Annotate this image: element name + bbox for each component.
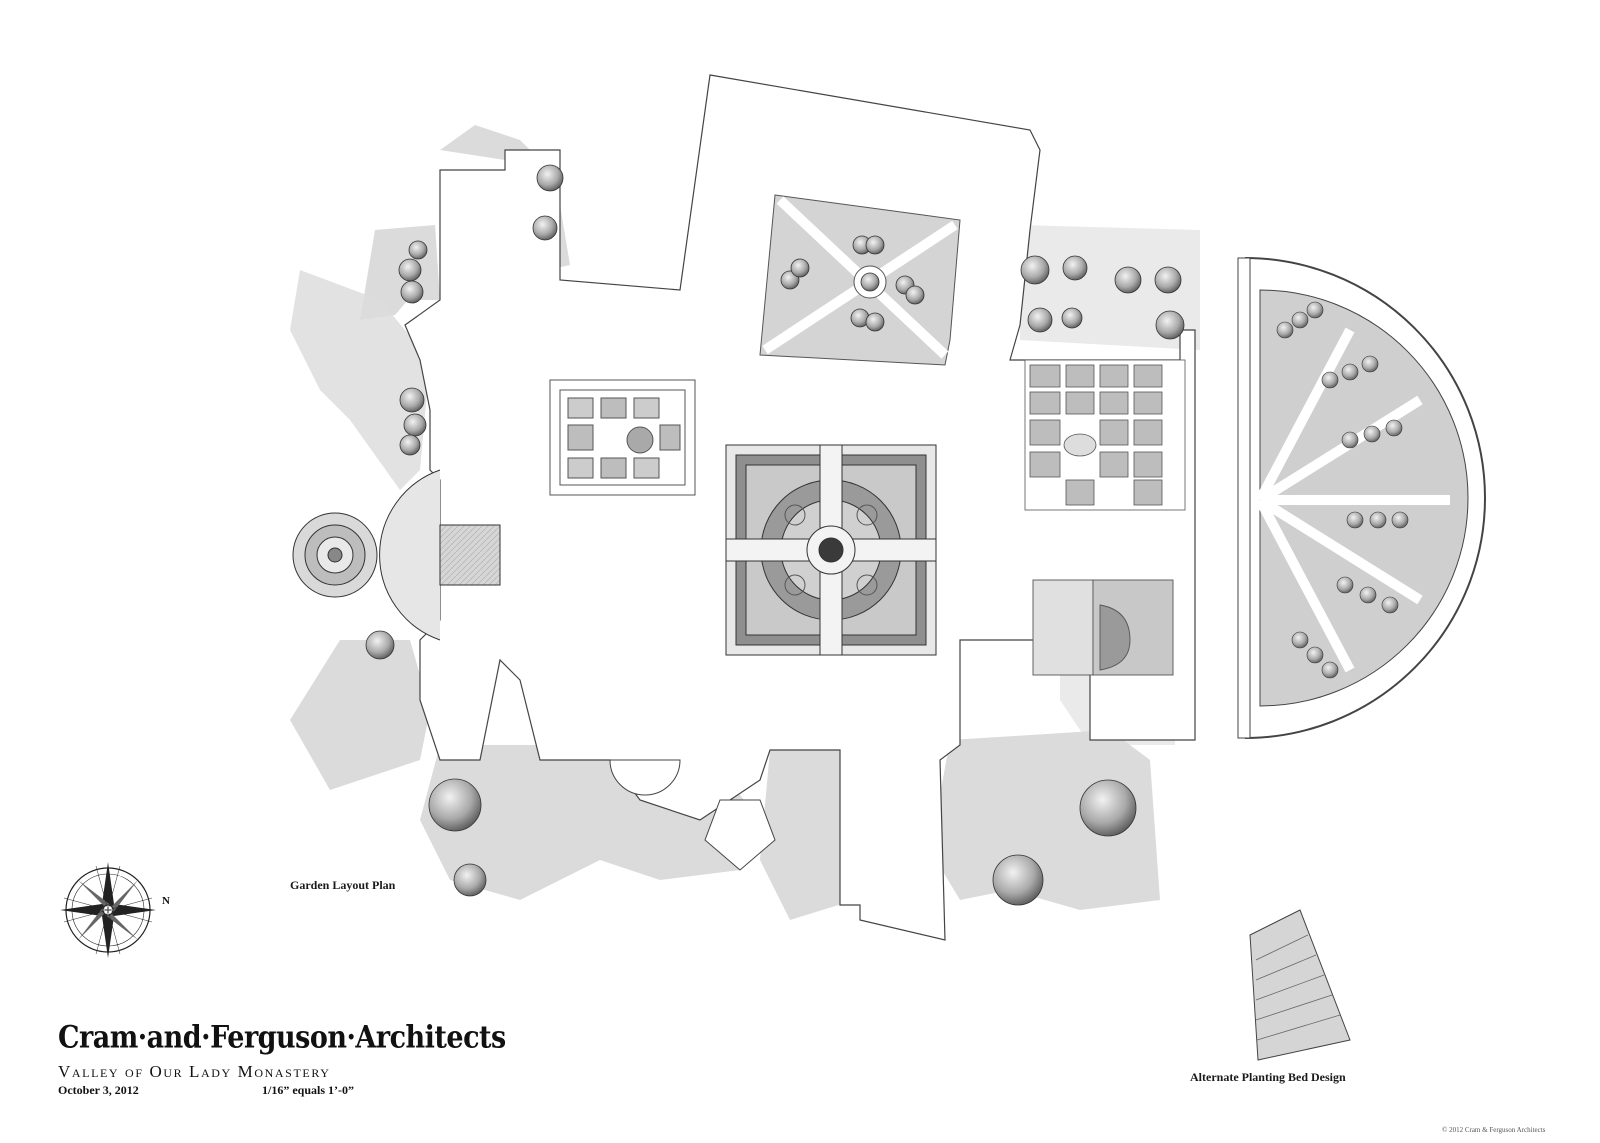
small-parterre <box>549 379 696 496</box>
firm-name: Cram·and·Ferguson·Architects <box>58 1020 506 1056</box>
small-court <box>1032 579 1174 676</box>
trees <box>365 164 1185 906</box>
fountain-rotunda <box>292 469 501 641</box>
semicircle-garden <box>1237 257 1486 739</box>
drawing-date: October 3, 2012 <box>58 1083 139 1097</box>
alternate-bed-label: Alternate Planting Bed Design <box>1190 1070 1346 1084</box>
x-courtyard <box>759 194 961 366</box>
compass-rose <box>60 862 156 958</box>
central-cloister-garden <box>725 444 937 656</box>
garden-layout-label: Garden Layout Plan <box>290 878 396 892</box>
drawing-scale: 1/16” equals 1’-0” <box>262 1083 355 1097</box>
north-marker: N <box>162 895 170 907</box>
alternate-bed-drawing <box>1249 909 1351 1061</box>
copyright-note: © 2012 Cram & Ferguson Architects <box>1442 1126 1546 1134</box>
apse-walls <box>609 759 776 871</box>
herb-garden-grid <box>1024 359 1186 511</box>
project-title: Valley of Our Lady Monastery <box>58 1062 331 1081</box>
